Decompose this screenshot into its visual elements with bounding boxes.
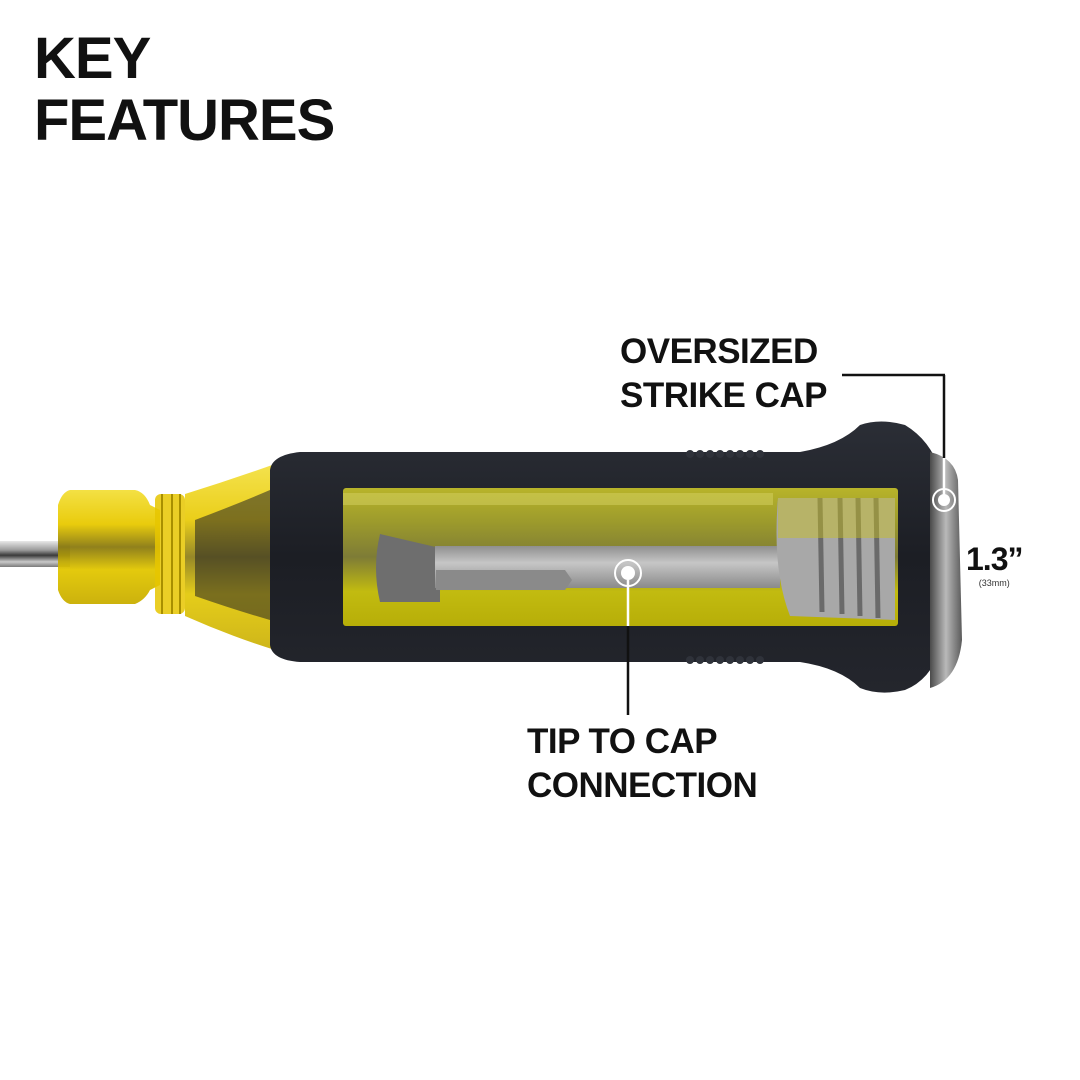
callout-tip-to-cap-line-2: CONNECTION (527, 766, 758, 805)
cap-dimension: 1.3” (33mm) (966, 541, 1023, 588)
title-line-2: FEATURES (34, 88, 335, 153)
callout-strike-cap: OVERSIZED STRIKE CAP (620, 330, 827, 418)
callout-tip-to-cap-line-1: TIP TO CAP (527, 722, 718, 761)
strike-cap-marker (932, 488, 956, 512)
title-line-1: KEY (34, 26, 151, 91)
callout-strike-cap-line-2: STRIKE CAP (620, 376, 827, 415)
strike-cap (930, 452, 962, 688)
callout-tip-to-cap: TIP TO CAP CONNECTION (527, 720, 758, 808)
cap-dimension-value: 1.3” (966, 541, 1023, 577)
page-title: KEY FEATURES (34, 26, 335, 153)
callout-strike-cap-line-1: OVERSIZED (620, 332, 818, 371)
cap-dimension-metric: (33mm) (978, 578, 1010, 588)
ferrule (58, 490, 160, 604)
